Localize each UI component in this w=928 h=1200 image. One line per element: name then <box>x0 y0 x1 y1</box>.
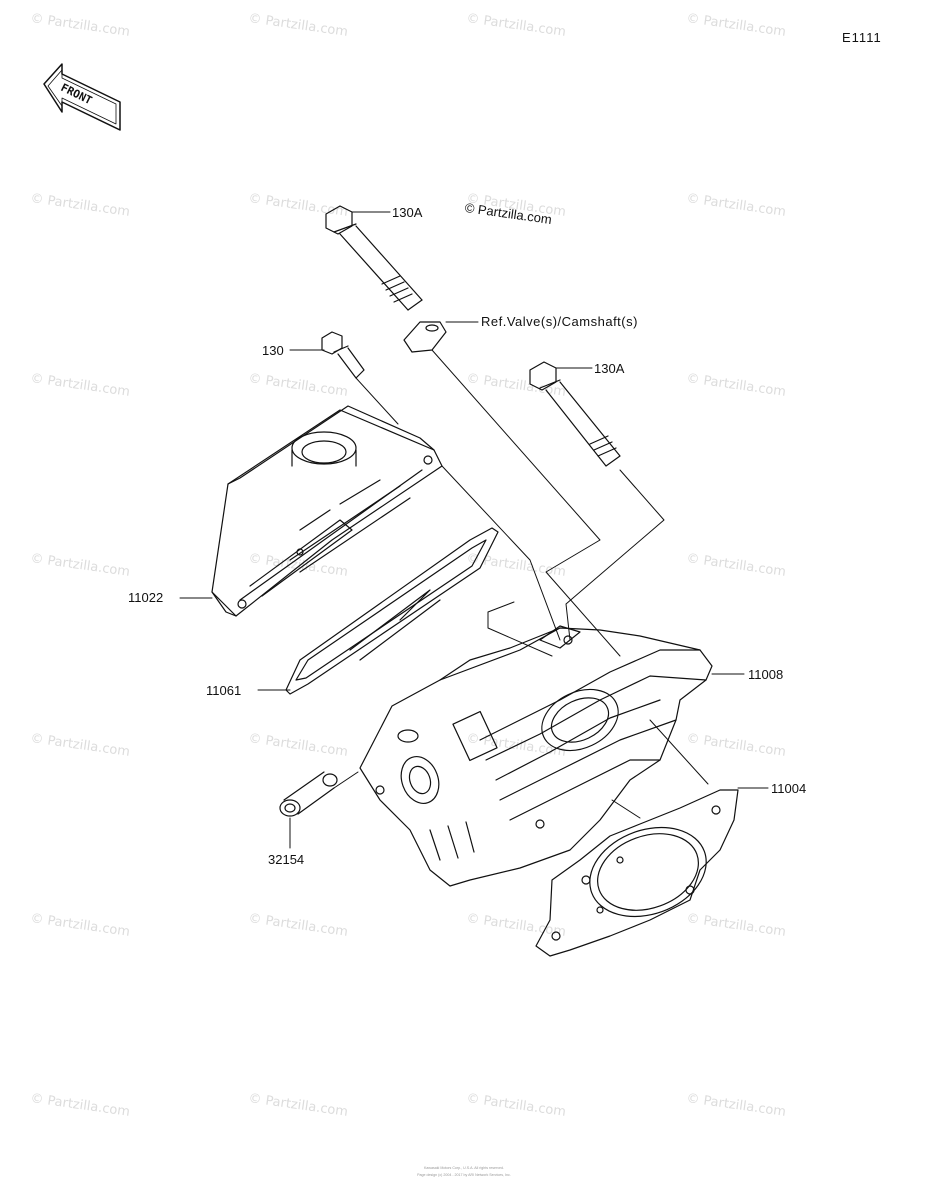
diagram-code: E1111 <box>842 30 882 45</box>
cylinder-head-cover-icon <box>211 405 443 617</box>
front-arrow-icon: FRONT <box>43 63 121 131</box>
bolt-130a-right-icon <box>529 361 621 467</box>
part-label-32154[interactable]: 32154 <box>268 852 305 867</box>
part-label-11004[interactable]: 11004 <box>771 781 807 796</box>
part-label-11061[interactable]: 11061 <box>206 683 242 698</box>
footer-line-2: Page design (c) 2004 - 2017 by ARI Netwo… <box>417 1173 511 1177</box>
part-label-11022[interactable]: 11022 <box>128 590 164 605</box>
bolt-130a-top-icon <box>325 205 423 311</box>
part-label-130a-right[interactable]: 130A <box>594 361 625 376</box>
pipe-icon <box>279 771 338 817</box>
footer-line-1: Kawasaki Motors Corp., U.S.A. All rights… <box>423 1166 505 1170</box>
bolt-130-icon <box>321 331 365 379</box>
washer-icon <box>403 321 447 353</box>
leader-lines <box>179 211 769 849</box>
part-label-11008[interactable]: 11008 <box>748 667 784 682</box>
part-label-130[interactable]: 130 <box>262 343 284 358</box>
cylinder-head-icon <box>359 625 713 887</box>
part-label-130a-top[interactable]: 130A <box>392 205 423 220</box>
head-gasket-icon <box>535 789 739 957</box>
cover-gasket-icon <box>285 527 499 695</box>
part-label-ref-valve[interactable]: Ref.Valve(s)/Camshaft(s) <box>481 314 638 329</box>
